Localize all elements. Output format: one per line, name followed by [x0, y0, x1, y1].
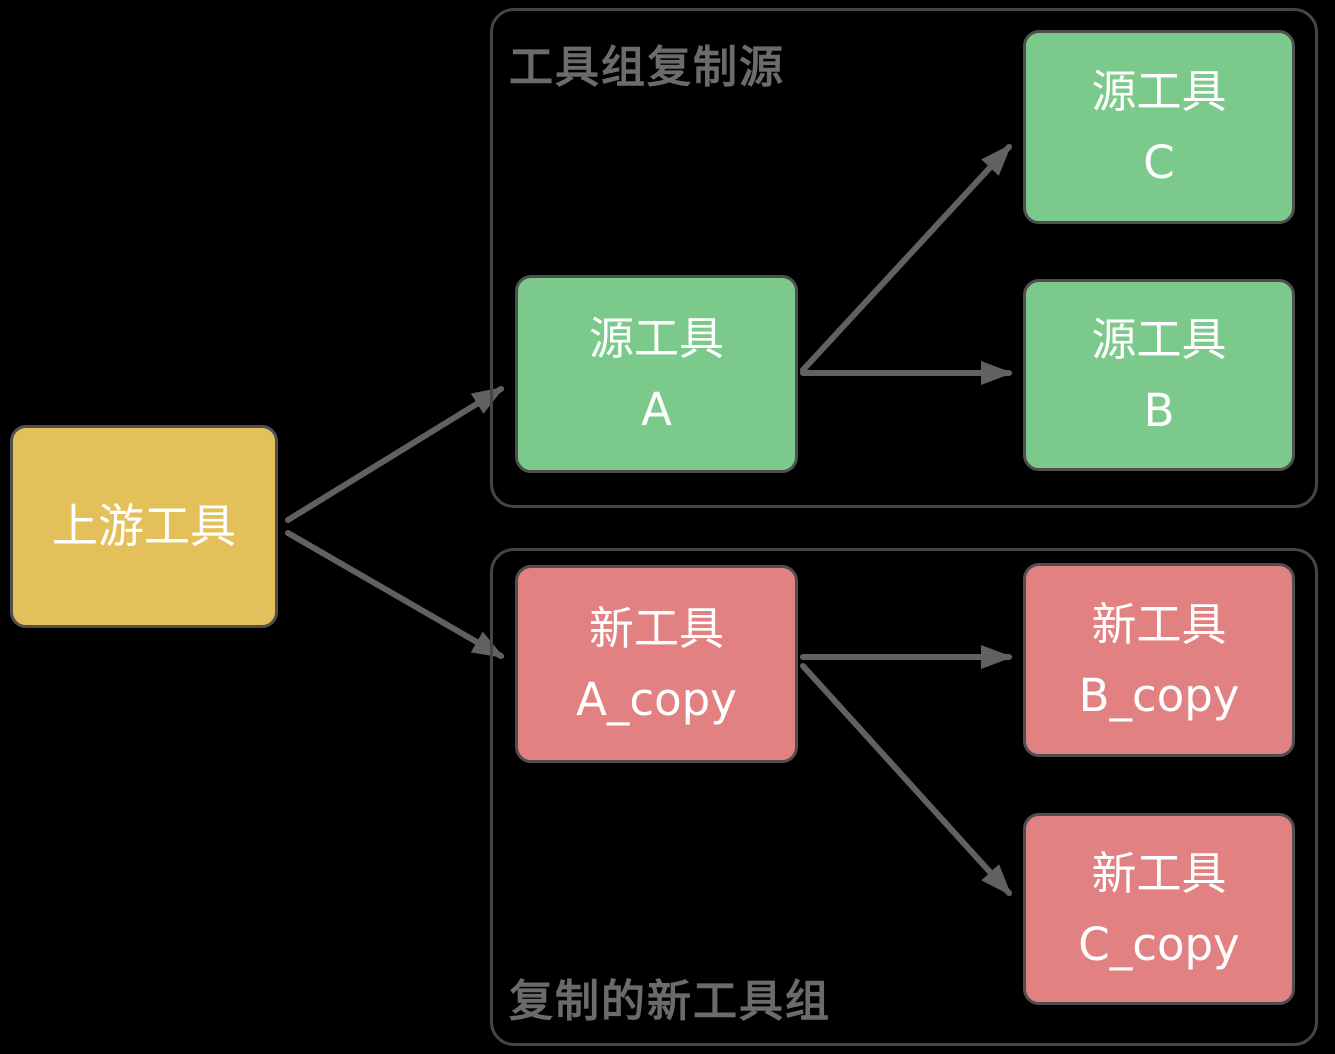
node-label-line1: 源工具 — [1091, 64, 1227, 118]
node-label-line1: 新工具 — [1091, 846, 1227, 900]
node-label-line2: A_copy — [576, 673, 737, 726]
node-new-tool-c-copy: 新工具 C_copy — [1023, 813, 1295, 1005]
arrow-upstream-to-source-a — [285, 386, 505, 523]
node-label-line2: C — [1143, 136, 1175, 189]
node-label-line2: B_copy — [1078, 669, 1240, 722]
node-source-tool-c: 源工具 C — [1023, 30, 1295, 224]
node-label-line1: 新工具 — [1091, 597, 1227, 651]
node-label-line1: 源工具 — [1091, 312, 1227, 366]
copy-group-container: 复制的新工具组 — [490, 548, 1318, 1046]
node-upstream-label: 上游工具 — [52, 499, 236, 554]
node-label-line2: B — [1143, 384, 1175, 437]
copy-group-title: 复制的新工具组 — [509, 976, 831, 1027]
node-label-line1: 源工具 — [588, 311, 724, 365]
node-label-line1: 新工具 — [588, 601, 724, 655]
node-new-tool-a-copy: 新工具 A_copy — [515, 565, 798, 763]
node-label-line2: A — [641, 383, 672, 436]
node-source-tool-b: 源工具 B — [1023, 279, 1295, 471]
arrow-upstream-to-copy-a — [285, 530, 505, 659]
node-label-line2: C_copy — [1078, 918, 1240, 971]
source-group-title: 工具组复制源 — [509, 42, 785, 93]
node-upstream-tool: 上游工具 — [10, 425, 278, 628]
node-new-tool-b-copy: 新工具 B_copy — [1023, 563, 1295, 757]
source-group-container: 工具组复制源 — [490, 8, 1318, 508]
node-source-tool-a: 源工具 A — [515, 275, 798, 473]
